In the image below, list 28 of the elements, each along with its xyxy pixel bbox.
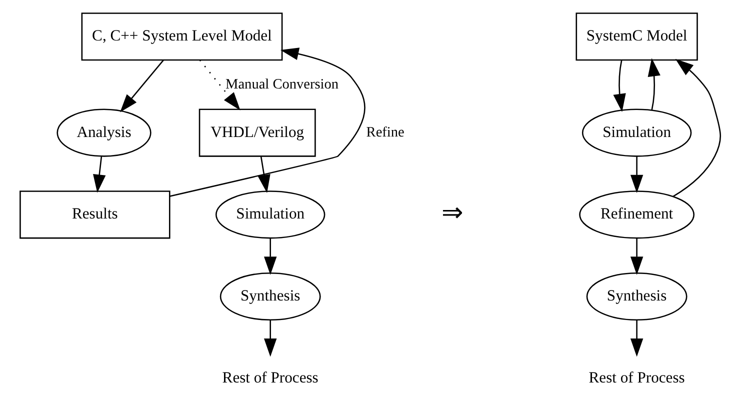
arrow xyxy=(630,238,644,275)
node-ellipse: Refinement xyxy=(579,190,695,239)
node-box: SystemC Model xyxy=(576,12,698,61)
arrow xyxy=(264,238,277,275)
node-ellipse: Synthesis xyxy=(586,272,688,321)
arrow xyxy=(258,156,270,193)
node-text: Rest of Process xyxy=(588,369,685,386)
arrow xyxy=(93,156,106,193)
arrow xyxy=(630,320,644,357)
arrow xyxy=(672,58,721,198)
arrow xyxy=(120,60,164,112)
node-box: Results xyxy=(20,190,170,239)
arrow xyxy=(264,320,277,357)
node-box: VHDL/Verilog xyxy=(198,108,316,157)
arrow xyxy=(170,48,366,197)
arrow xyxy=(630,156,644,194)
label: ⇒ xyxy=(441,198,464,228)
edge-label: Manual Conversion xyxy=(226,76,339,92)
node-text: Rest of Process xyxy=(222,369,318,386)
arrow xyxy=(648,58,660,110)
node-ellipse: Simulation xyxy=(582,108,692,157)
arrow xyxy=(199,60,240,110)
node-box: C, C++ System Level Model xyxy=(81,12,283,61)
node-ellipse: Simulation xyxy=(215,190,326,239)
node-ellipse: Synthesis xyxy=(220,272,321,321)
arrow xyxy=(613,60,626,112)
node-ellipse: Analysis xyxy=(56,108,152,157)
edge-label: Refine xyxy=(366,124,404,140)
